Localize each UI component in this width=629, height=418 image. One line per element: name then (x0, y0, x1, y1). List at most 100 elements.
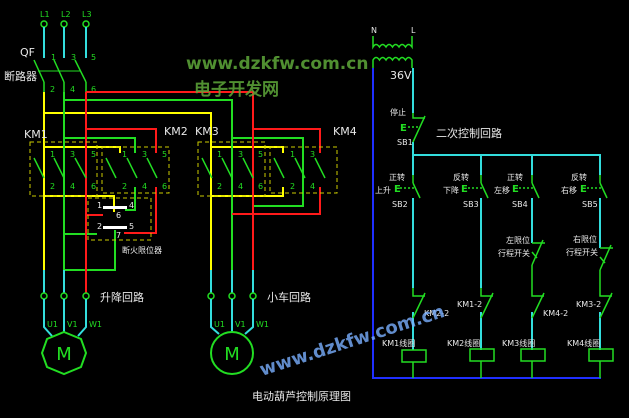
svg-text:KM4-2: KM4-2 (543, 309, 568, 318)
line-label: L (411, 26, 416, 35)
svg-text:KM1-2: KM1-2 (457, 300, 482, 309)
svg-text:KM2线圈: KM2线圈 (447, 338, 480, 348)
svg-text:正转: 正转 (389, 172, 405, 182)
svg-text:E: E (461, 184, 468, 195)
svg-text:KM3-2: KM3-2 (576, 300, 601, 309)
svg-text:3: 3 (310, 150, 315, 159)
limit-switch-label: 断火限位器 (122, 245, 162, 255)
svg-text:正转: 正转 (507, 172, 523, 182)
svg-text:5: 5 (129, 222, 134, 231)
contactor-km2-label: KM2 (164, 125, 188, 138)
svg-text:行程开关: 行程开关 (498, 248, 530, 258)
interlock-labels: KM2-2 KM1-2 KM4-2 KM3-2 (424, 300, 601, 318)
svg-text:6: 6 (91, 182, 96, 191)
svg-text:7: 7 (116, 231, 121, 240)
svg-text:W1: W1 (256, 320, 269, 329)
svg-text:2: 2 (217, 182, 222, 191)
svg-text:5: 5 (91, 150, 96, 159)
svg-text:KM1线圈: KM1线圈 (382, 338, 415, 348)
svg-text:6: 6 (162, 182, 167, 191)
breaker-term: 6 (91, 85, 96, 94)
watermark-url: www.dzkfw.com.cn (186, 54, 368, 74)
svg-text:1: 1 (122, 150, 127, 159)
label-l1: L1 (40, 10, 50, 19)
svg-text:3: 3 (142, 150, 147, 159)
contactor-contacts (33, 157, 326, 179)
hoist-circuit-label: 升降回路 (100, 290, 144, 304)
breaker-term: 1 (51, 53, 56, 62)
breaker-name: 断路器 (4, 69, 37, 83)
coil-labels: KM1线圈 KM2线圈 KM3线圈 KM4线圈 (382, 338, 600, 348)
svg-text:1: 1 (97, 201, 102, 210)
label-l2: L2 (61, 10, 71, 19)
pushbutton-actuators: E E E E E (394, 123, 587, 195)
contactor-km1-label: KM1 (24, 128, 48, 141)
svg-text:1: 1 (290, 150, 295, 159)
svg-text:E: E (512, 184, 519, 195)
svg-text:SB4: SB4 (512, 200, 528, 209)
sb1-label: SB1 (397, 138, 413, 147)
svg-text:下降: 下降 (443, 185, 459, 195)
neutral-label: N (371, 26, 377, 35)
svg-text:E: E (394, 184, 401, 195)
svg-text:KM4线圈: KM4线圈 (567, 338, 600, 348)
svg-text:2: 2 (290, 182, 295, 191)
svg-text:M: M (224, 344, 240, 365)
stop-button-label: 停止 (390, 107, 406, 117)
svg-text:6: 6 (116, 211, 121, 220)
svg-text:4: 4 (310, 182, 315, 191)
svg-text:5: 5 (162, 150, 167, 159)
svg-text:1: 1 (50, 150, 55, 159)
svg-text:4: 4 (238, 182, 243, 191)
contactor-km3-label: KM3 (195, 125, 219, 138)
svg-text:SB5: SB5 (582, 200, 598, 209)
control-contacts (400, 113, 614, 378)
svg-text:4: 4 (142, 182, 147, 191)
breaker-term: 3 (71, 53, 76, 62)
hoist-motor: M (40, 330, 88, 376)
breaker-contacts (33, 59, 87, 92)
control-circuit-title: 二次控制回路 (436, 126, 502, 140)
svg-text:上升: 上升 (375, 186, 391, 195)
svg-text:反转: 反转 (453, 172, 469, 182)
svg-text:E: E (580, 184, 587, 195)
contactor-boxes (29, 141, 338, 241)
svg-text:4: 4 (70, 182, 75, 191)
svg-text:E: E (400, 123, 407, 134)
svg-text:2: 2 (97, 222, 102, 231)
watermark-name: 电子开发网 (194, 79, 279, 100)
limit-switch: 1 6 4 2 7 5 断火限位器 (97, 201, 162, 255)
svg-text:KM3线圈: KM3线圈 (502, 338, 535, 348)
svg-text:4: 4 (129, 201, 134, 210)
svg-text:3: 3 (70, 150, 75, 159)
svg-text:左移: 左移 (494, 185, 510, 195)
svg-text:SB3: SB3 (463, 200, 479, 209)
svg-text:2: 2 (122, 182, 127, 191)
svg-text:SB2: SB2 (392, 200, 408, 209)
motor-leads (43, 299, 254, 337)
svg-text:5: 5 (258, 150, 263, 159)
breaker-term: 2 (50, 85, 55, 94)
transformer (372, 36, 413, 68)
breaker-term: 4 (70, 85, 75, 94)
svg-text:左限位: 左限位 (506, 235, 530, 245)
phase-labels: L1 L2 L3 (40, 10, 92, 19)
label-l3: L3 (82, 10, 92, 19)
svg-text:右限位: 右限位 (573, 234, 597, 244)
svg-text:U1: U1 (47, 320, 58, 329)
trolley-motor: M (210, 331, 254, 375)
svg-text:6: 6 (258, 182, 263, 191)
svg-text:行程开关: 行程开关 (566, 247, 598, 257)
svg-text:U1: U1 (214, 320, 225, 329)
svg-text:M: M (56, 344, 72, 365)
svg-text:右移: 右移 (561, 185, 577, 195)
diagram-title: 电动葫芦控制原理图 (252, 389, 351, 403)
svg-text:2: 2 (50, 182, 55, 191)
svg-text:V1: V1 (235, 320, 246, 329)
control-wiring (372, 68, 601, 379)
